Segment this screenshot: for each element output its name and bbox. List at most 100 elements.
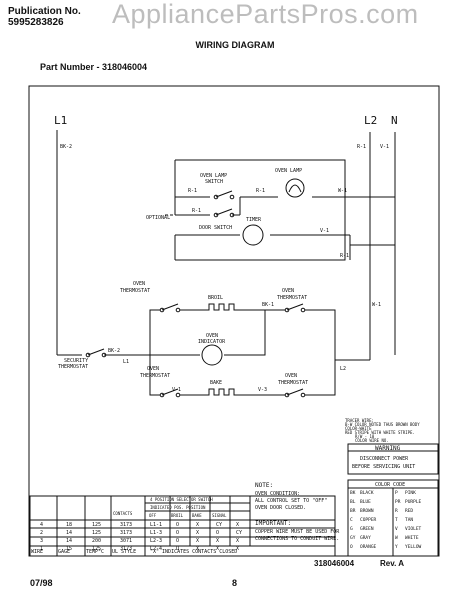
wire-table-cell: L2-4 [150, 546, 162, 552]
wire-bk2: BK-2 [60, 144, 72, 150]
color-code-cell: GY [350, 535, 356, 541]
wire-table-cell: O [176, 546, 179, 552]
wire-table-cell: 3173 [120, 546, 132, 552]
door-switch-label: DOOR SWITCH [199, 225, 232, 231]
wire-table-cell: L2-3 [150, 538, 162, 544]
oven-thermostat-br-1: OVEN [285, 373, 297, 379]
wire-v1c: V-1 [172, 387, 181, 393]
wire-table-cell: O [176, 538, 179, 544]
wire-table-cell: 15 [66, 546, 72, 552]
color-code-cell: RED [405, 508, 413, 514]
color-code-cell: BL [350, 499, 356, 505]
color-code-cell: YELLOW [405, 544, 422, 550]
oven-thermostat-bl-1: OVEN [147, 366, 159, 372]
color-code-cell: VIOLET [405, 526, 422, 532]
wire-table-cell: X [236, 546, 239, 552]
warning-title: WARNING [375, 445, 401, 452]
wire-table-cell: 14 [66, 530, 72, 536]
wire-r1a: R-1 [357, 144, 366, 150]
wire-table-cell: 125 [92, 546, 101, 552]
tracer-line-3: COLOR-WHITE [345, 426, 372, 431]
wire-l1b: L1 [123, 359, 129, 365]
footer-page: 8 [232, 578, 238, 588]
part-number: Part Number - 318046004 [40, 62, 148, 72]
color-code-cell: PINK [405, 490, 416, 496]
oven-lamp-switch-label-1: OVEN LAMP [200, 173, 227, 179]
wire-table-cell: X [236, 538, 239, 544]
broil-label: BROIL [208, 295, 223, 301]
wire-table-cell: 3173 [120, 530, 132, 536]
wire-table-cell: X [196, 530, 199, 536]
wire-table-cell: O [176, 530, 179, 536]
color-code-cell: WHITE [405, 535, 419, 541]
color-code-cell: COPPER [360, 517, 377, 523]
pos-off: OFF [149, 513, 157, 518]
wire-table-cell: X [236, 522, 239, 528]
color-code-cell: C [350, 517, 353, 523]
oven-thermostat-bl-2: THERMOSTAT [140, 373, 170, 379]
bake-label: BAKE [210, 380, 222, 386]
footer-part: 318046004 [314, 559, 355, 568]
wire-table-cell: X [216, 546, 219, 552]
warning-line-2: BEFORE SERVICING UNIT [352, 464, 415, 470]
note-line-2: ALL CONTROL SET TO "OFF" [255, 498, 327, 504]
wire-table-cell: L1-1 [150, 522, 162, 528]
footer-temp: TEMP°C [86, 549, 104, 555]
wire-v1a: V-1 [380, 144, 389, 150]
contacts-header: CONTACTS [113, 511, 133, 516]
note-title: NOTE: [255, 482, 273, 489]
footer-x-note: "X" INDICATES CONTACTS CLOSED [150, 549, 237, 555]
timer-label: TIMER [246, 217, 262, 223]
tracer-line-5: R/W - 18 [355, 434, 375, 439]
wire-table-cell: X [216, 538, 219, 544]
footer-ul: UL STYLE [112, 549, 136, 555]
line-l2-label: L2 [364, 114, 377, 127]
oven-thermostat-right-2: THERMOSTAT [277, 295, 307, 301]
pos-bake: BAKE [192, 513, 202, 518]
oven-indicator-1: OVEN [206, 333, 218, 339]
color-code-cell: O [350, 544, 353, 550]
oven-thermostat-br-2: THERMOSTAT [278, 380, 308, 386]
watermark-text: AppliancePartsPros.com [112, 0, 419, 29]
wire-table-cell: L1-3 [150, 530, 162, 536]
color-code-title: COLOR CODE [375, 482, 405, 488]
wire-v1b: V-1 [320, 228, 329, 234]
oven-thermostat-right-1: OVEN [282, 288, 294, 294]
warning-line-1: DISCONNECT POWER [360, 456, 409, 462]
wire-table-cell: 2 [40, 530, 43, 536]
wire-table-cell: X [196, 546, 199, 552]
wire-table-cell: 14 [66, 538, 72, 544]
color-code-cell: PURPLE [405, 499, 422, 505]
wire-table-cell: 3 [40, 538, 43, 544]
color-code-cell: GRAY [360, 535, 371, 541]
optional-label: OPTIONAL [146, 215, 170, 221]
color-code-cell: GREEN [360, 526, 374, 532]
important-title: IMPORTANT: [255, 520, 291, 527]
wire-w1b: W-1 [372, 302, 381, 308]
selector-switch-title: 4 POSITION SELECTOR SWITCH [150, 497, 213, 502]
security-thermostat-1: SECURITY [64, 358, 88, 364]
wire-table-cell: X [196, 522, 199, 528]
security-thermostat-2: THERMOSTAT [58, 364, 88, 370]
wire-table-cell: 3071 [120, 538, 132, 544]
wire-table-cell: 200 [92, 538, 101, 544]
color-code-cell: P [395, 490, 398, 496]
important-line-1: COPPER WIRE MUST BE USED FOR [255, 529, 340, 535]
wire-l2b: L2 [340, 366, 346, 372]
color-code-cell: TAN [405, 517, 413, 523]
footer-wire: WIRE [31, 549, 43, 555]
tracer-line-2: B-W COLOR NOTED THUS BROWN BODY [345, 422, 420, 427]
note-line-1: OVEN CONDITION: [255, 491, 300, 497]
oven-lamp-label: OVEN LAMP [275, 168, 302, 174]
color-code-cell: BROWN [360, 508, 374, 514]
footer-date: 07/98 [30, 578, 53, 588]
wire-r1e: R-1 [340, 253, 349, 259]
color-code-cell: BLACK [360, 490, 374, 496]
wire-table-cell: 3173 [120, 522, 132, 528]
oven-indicator-2: INDICATOR [198, 339, 226, 345]
pos-broil: BROIL [171, 513, 184, 518]
color-code-cell: V [395, 526, 398, 532]
color-code-cell: BK [350, 490, 356, 496]
wire-table-cell: O [216, 530, 219, 536]
wire-r1b: R-1 [188, 188, 197, 194]
